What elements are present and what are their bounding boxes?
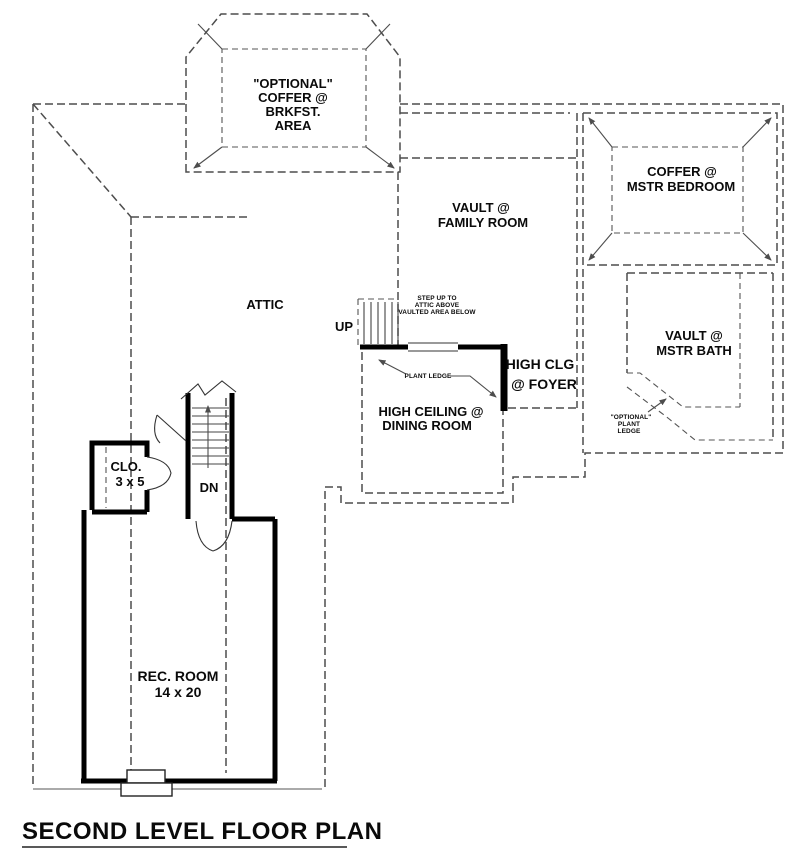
brkfst-coffer (185, 13, 401, 173)
closet-label-line2: 3 x 5 (116, 474, 145, 489)
mstr-bedroom-outer (583, 112, 778, 266)
stair-break-line (180, 380, 237, 400)
mstr-bedroom-label-line1: COFFER @ (647, 164, 717, 179)
plant-ledge-label: PLANT LEDGE (405, 373, 453, 380)
closet-outline (89, 440, 150, 515)
mstr-bedroom-diagonal-tr (742, 117, 772, 148)
rec-room-outline (81, 510, 278, 784)
foyer-label-line1: HIGH CLG (506, 356, 575, 372)
closet-label-line1: CLO. (110, 459, 141, 474)
plant-ledge-leader-right (450, 375, 497, 398)
plant-ledge-lines (408, 342, 458, 352)
hall-door (154, 414, 187, 444)
rec-room-door-arc (195, 520, 233, 552)
brkfst-label-line3: BRKFST. (266, 104, 321, 119)
opt-plant-ledge-leader (647, 398, 667, 413)
brkfst-coffer-diagonal-br (365, 146, 395, 169)
mstr-bedroom-diagonal-bl (588, 232, 613, 261)
rec-room-walls (81, 510, 278, 797)
plant-ledge-leader-left (378, 359, 407, 375)
foyer-dining-boundaries (361, 342, 577, 494)
family-room-label-line1: VAULT @ (452, 200, 510, 215)
closet-walls (89, 440, 172, 515)
up-stairs-outline (357, 298, 398, 345)
mstr-bedroom-diagonal-tl (588, 117, 613, 148)
opt-plant-ledge-line1: "OPTIONAL" (611, 414, 652, 421)
brkfst-coffer-diagonal-tl (197, 23, 223, 50)
rec-room-label-line2: 14 x 20 (155, 684, 202, 700)
brkfst-label-line2: COFFER @ (258, 90, 328, 105)
step-note-line3: VAULTED AREA BELOW (398, 309, 476, 316)
brkfst-coffer-outer (185, 13, 401, 173)
foyer-label-line2: @ FOYER (511, 376, 577, 392)
mstr-bath-ledge-inner (627, 372, 740, 408)
up-label: UP (335, 319, 353, 334)
mstr-bedroom-coffer (583, 112, 778, 266)
attic-diagonal (32, 103, 132, 218)
dn-label: DN (200, 480, 219, 495)
opt-plant-ledge-line2: PLANT (618, 421, 640, 428)
mstr-bedroom-diagonal-br (742, 232, 772, 261)
hall-door-leaf (156, 414, 187, 442)
opt-plant-ledge-line3: LEDGE (618, 428, 641, 435)
stair-walls (180, 380, 237, 519)
rec-room-label-line1: REC. ROOM (138, 668, 219, 684)
brkfst-coffer-diagonal-bl (193, 146, 223, 169)
up-stairs (357, 298, 399, 345)
family-room-label-line2: FAMILY ROOM (438, 215, 528, 230)
drawing-title: SECOND LEVEL FLOOR PLAN (22, 818, 382, 848)
mstr-bath-boundaries (626, 272, 774, 441)
mstr-bath-ledge-outer (626, 386, 773, 441)
mstr-bath-label-line2: MSTR BATH (656, 343, 732, 358)
attic-boundaries (32, 103, 250, 773)
window-inner (120, 782, 173, 797)
up-stairs-treads (363, 302, 399, 344)
family-room-boundaries (397, 112, 584, 453)
dining-label-line1: HIGH CEILING @ (378, 404, 483, 419)
dining-label-line2: DINING ROOM (382, 418, 472, 433)
page-title: SECOND LEVEL FLOOR PLAN (22, 818, 382, 845)
brkfst-label-line1: "OPTIONAL" (253, 76, 333, 91)
outer-outline (32, 103, 784, 790)
closet-door-arc (146, 456, 172, 491)
step-note-line1: STEP UP TO (417, 295, 456, 302)
dn-stair-treads (192, 407, 229, 465)
step-note-line2: ATTIC ABOVE (415, 302, 460, 309)
brkfst-coffer-diagonal-tr (365, 23, 391, 50)
window-outer (126, 769, 166, 784)
mstr-bedroom-label-line2: MSTR BEDROOM (627, 179, 735, 194)
dining-room-outline (361, 352, 504, 494)
hall-door-arc (154, 414, 161, 444)
mstr-bath-label-line1: VAULT @ (665, 328, 723, 343)
attic-label: ATTIC (246, 297, 284, 312)
brkfst-label-line4: AREA (275, 118, 312, 133)
foyer-walls (360, 344, 508, 411)
outline-right-stepped (324, 103, 784, 787)
dn-stair-side-walls (185, 393, 235, 519)
room-labels: "OPTIONAL" COFFER @ BRKFST. AREA VAULT @… (110, 76, 735, 700)
